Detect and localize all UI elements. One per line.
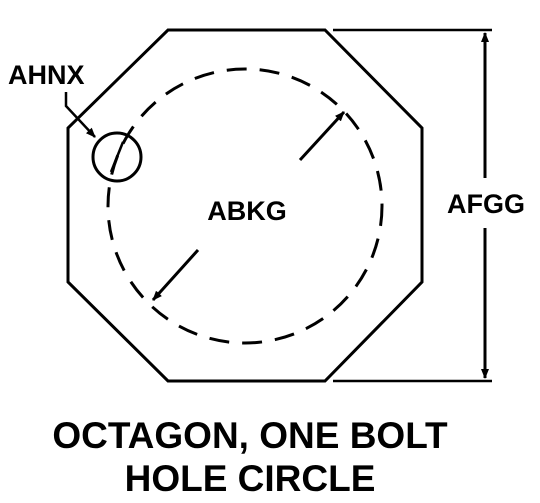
bolt-hole — [91, 131, 143, 183]
bolt-circle-diameter-label: ABKG — [207, 196, 287, 226]
bolt-hole-centerline — [109, 141, 125, 173]
bolt-circle-arrow-lower — [151, 248, 200, 302]
bolt-circle-dashed — [106, 67, 384, 345]
octagon-outline — [66, 28, 424, 383]
across-flats-label: AFGG — [447, 189, 525, 219]
hole-leader-line — [64, 92, 96, 138]
caption-line-2: HOLE CIRCLE — [124, 458, 376, 499]
bolt-circle-arrow-upper — [298, 110, 346, 162]
caption-line-1: OCTAGON, ONE BOLT — [52, 415, 448, 456]
hole-diameter-label: AHNX — [8, 60, 85, 90]
